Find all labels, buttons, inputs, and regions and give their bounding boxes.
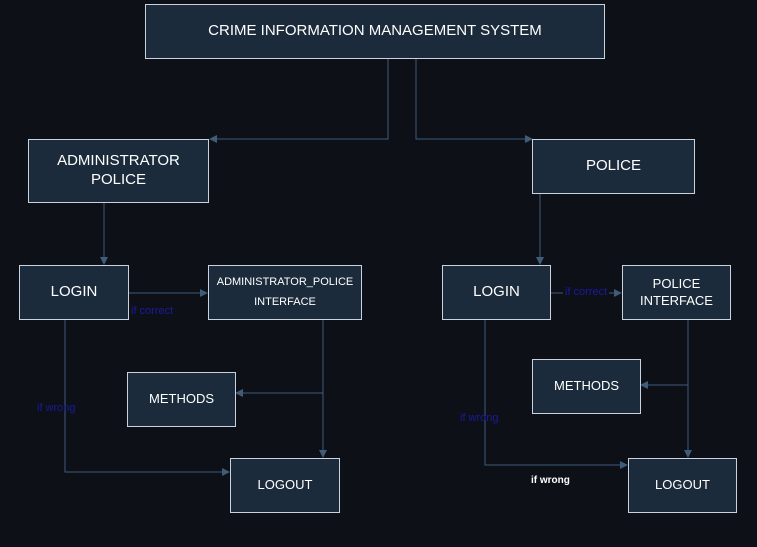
node-admin-interface: ADMINISTRATOR_POLICE INTERFACE xyxy=(208,265,362,320)
node-admin-login: LOGIN xyxy=(19,265,129,320)
node-admin-logout: LOGOUT xyxy=(230,458,340,513)
edge-label-admin-if-correct: if correct xyxy=(131,305,174,317)
node-title: CRIME INFORMATION MANAGEMENT SYSTEM xyxy=(145,4,605,59)
edge-admin-login-to-logout xyxy=(64,320,230,476)
edge-title-to-police xyxy=(415,58,533,143)
edge-label-police-if-correct: if correct xyxy=(563,286,610,298)
node-admin-methods: METHODS xyxy=(127,372,236,427)
edge-label-admin-if-wrong: if wrong xyxy=(37,402,76,414)
node-admin-police: ADMINISTRATOR POLICE xyxy=(28,139,209,203)
edge-label-police-if-wrong-dim: if wrong xyxy=(460,412,499,424)
node-police: POLICE xyxy=(532,139,695,194)
edge-admin-interface-to-methods xyxy=(235,319,324,397)
node-police-interface: POLICE INTERFACE xyxy=(622,265,731,320)
node-police-methods: METHODS xyxy=(532,359,641,414)
edge-police-interface-to-methods xyxy=(640,320,689,389)
node-police-logout: LOGOUT xyxy=(628,458,737,513)
edge-title-to-admin-police xyxy=(209,58,389,143)
edge-label-police-if-wrong: if wrong xyxy=(531,475,570,486)
edge-police-login-to-logout xyxy=(484,320,628,469)
node-police-login: LOGIN xyxy=(442,265,551,320)
